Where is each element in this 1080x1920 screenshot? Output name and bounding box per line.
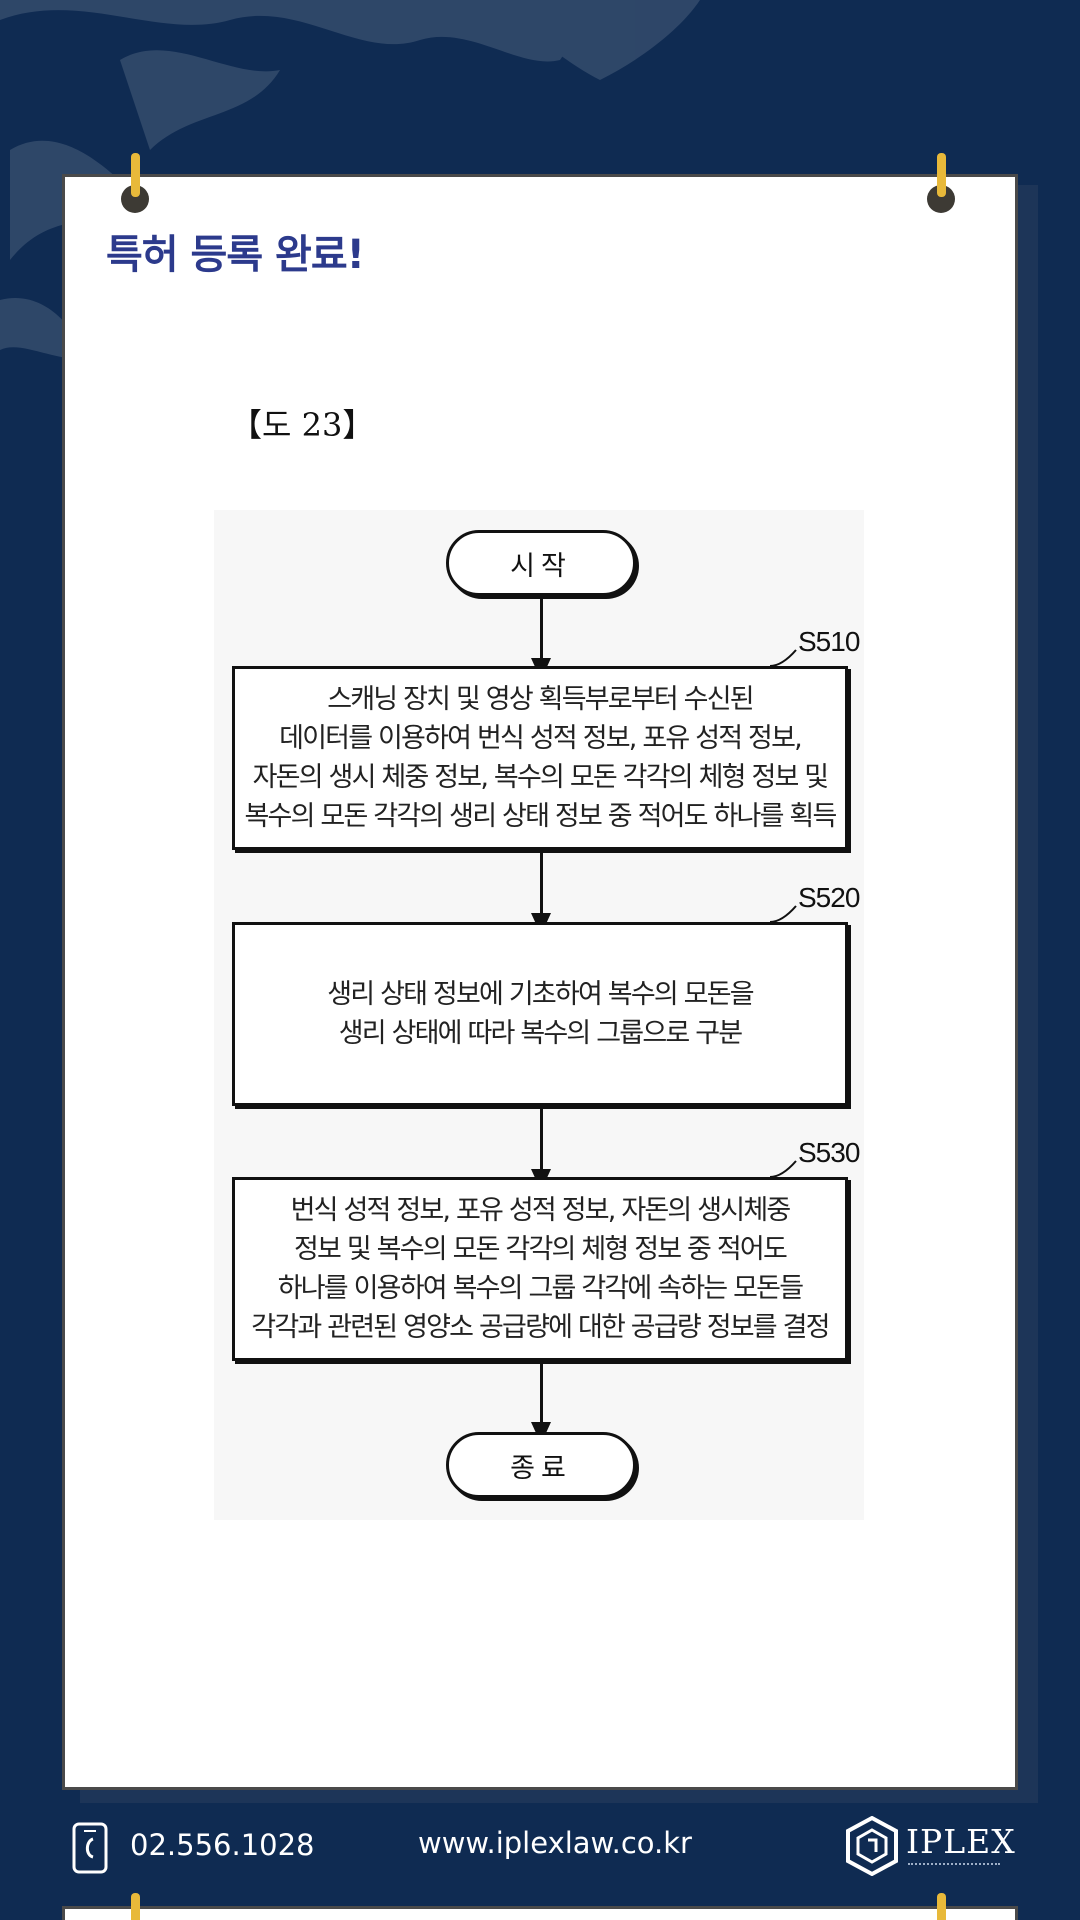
step-text-line: 스캐닝 장치 및 영상 획득부로부터 수신된	[327, 684, 754, 715]
pin-left	[120, 153, 150, 215]
step-text-line: 번식 성적 정보, 포유 성적 정보, 자돈의 생시체중	[290, 1195, 792, 1226]
footer-brand-name: IPLEX	[906, 1822, 1016, 1861]
flow-start-node: 시작	[446, 530, 636, 596]
step-box-s510: 스캐닝 장치 및 영상 획득부로부터 수신된 데이터를 이용하여 번식 성적 정…	[232, 666, 848, 850]
step-text-line: 복수의 모돈 각각의 생리 상태 정보 중 적어도 하나를 획득	[244, 801, 838, 832]
next-sheet-edge	[62, 1906, 1018, 1920]
step-text-line: 데이터를 이용하여 번식 성적 정보, 포유 성적 정보,	[279, 723, 803, 754]
leader-line	[769, 649, 797, 667]
step-box-s520: 생리 상태 정보에 기초하여 복수의 모돈을 생리 상태에 따라 복수의 그룹으…	[232, 922, 848, 1106]
step-id-s530: S530	[798, 1137, 860, 1168]
flow-end-node: 종료	[446, 1432, 636, 1498]
footer-website[interactable]: www.iplexlaw.co.kr	[418, 1826, 692, 1860]
step-box-s530: 번식 성적 정보, 포유 성적 정보, 자돈의 생시체중 정보 및 복수의 모돈…	[232, 1177, 848, 1361]
step-id-s510: S510	[798, 626, 860, 657]
step-text-line: 각각과 관련된 영양소 공급량에 대한 공급량 정보를 결정	[251, 1312, 830, 1343]
step-text-line: 자돈의 생시 체중 정보, 복수의 모돈 각각의 체형 정보 및	[252, 762, 830, 793]
pin-right	[926, 153, 956, 215]
footer-phone-number[interactable]: 02.556.1028	[130, 1828, 315, 1862]
footer-brand-tagline-decoration	[908, 1863, 1000, 1866]
step-id-s520: S520	[798, 882, 860, 913]
figure-label: 【도 23】	[230, 406, 375, 444]
leader-line	[769, 905, 797, 923]
step-text-line: 하나를 이용하여 복수의 그룹 각각에 속하는 모돈들	[277, 1273, 804, 1304]
iplex-logo-icon	[846, 1816, 898, 1876]
leader-line	[769, 1160, 797, 1178]
pin-left-next	[120, 1893, 150, 1920]
step-text-line: 생리 상태에 따라 복수의 그룹으로 구분	[338, 1018, 743, 1049]
step-text-line: 생리 상태 정보에 기초하여 복수의 모돈을	[327, 979, 754, 1010]
flowchart-figure: 시작 S510 스캐닝 장치 및 영상 획득부로부터 수신된 데이터를 이용하여…	[214, 510, 864, 1520]
phone-icon	[72, 1822, 108, 1874]
page-title: 특허 등록 완료!	[106, 232, 365, 278]
step-text-line: 정보 및 복수의 모돈 각각의 체형 정보 중 적어도	[293, 1234, 788, 1265]
pin-right-next	[926, 1893, 956, 1920]
